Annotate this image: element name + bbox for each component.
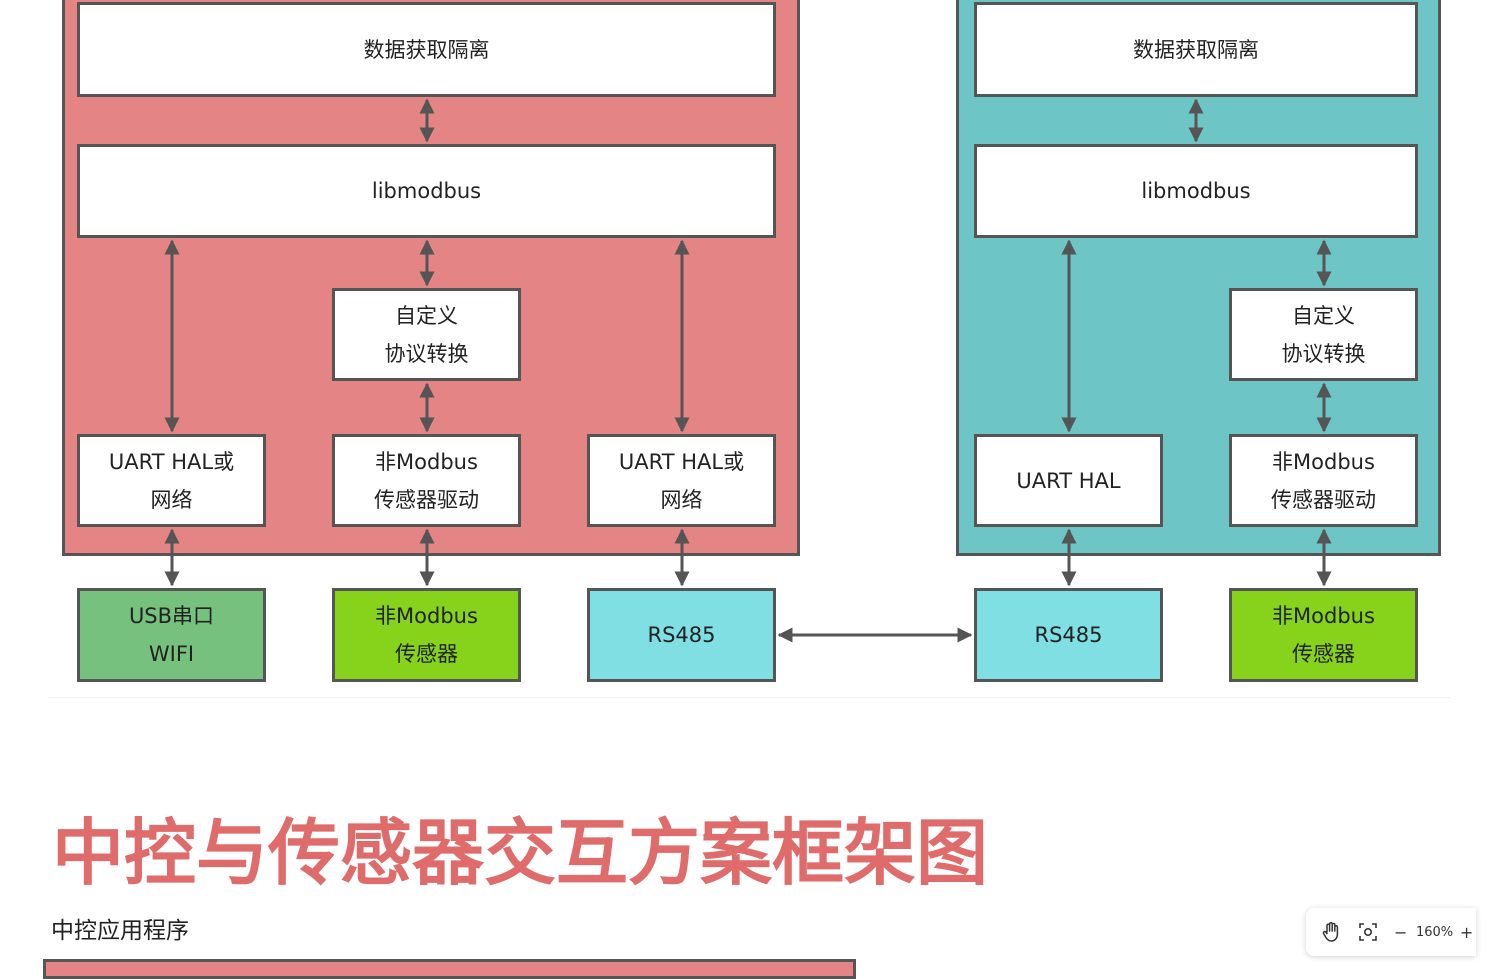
left-uart-b-line-2: 网络 <box>660 487 703 512</box>
zoom-in-button[interactable]: + <box>1457 913 1476 951</box>
usb-wifi-line-2: WIFI <box>148 642 195 666</box>
right-protocol-line-1: 自定义 <box>1292 303 1355 328</box>
left-uart-a-line-2: 网络 <box>150 487 193 512</box>
usb-wifi-box[interactable]: USB串口 WIFI <box>77 588 266 682</box>
right-rs485-box[interactable]: RS485 <box>974 588 1163 682</box>
left-uart-box-a[interactable]: UART HAL或 网络 <box>77 434 266 527</box>
minus-icon: − <box>1393 922 1408 942</box>
connector-arrows <box>164 98 1332 643</box>
page-title: 中控与传感器交互方案框架图 <box>52 811 989 895</box>
left-driver-line-1: 非Modbus <box>375 449 478 474</box>
hand-icon <box>1322 922 1339 942</box>
right-sensor-line-2: 传感器 <box>1292 642 1355 666</box>
canvas-toolbar: − 160% + <box>1306 908 1476 956</box>
left-rs485-label: RS485 <box>647 623 716 647</box>
section-divider <box>48 697 1450 698</box>
left-rs485-box[interactable]: RS485 <box>587 588 776 682</box>
left-uart-b-line-1: UART HAL或 <box>618 449 745 474</box>
right-sensor-line-1: 非Modbus <box>1272 604 1375 628</box>
right-driver-box[interactable]: 非Modbus 传感器驱动 <box>1229 434 1418 527</box>
plus-icon: + <box>1459 922 1474 942</box>
right-sensor-box[interactable]: 非Modbus 传感器 <box>1229 588 1418 682</box>
right-libmodbus-box[interactable]: libmodbus <box>974 144 1418 238</box>
section-label: 中控应用程序 <box>51 918 189 944</box>
left-isolation-box[interactable]: 数据获取隔离 <box>77 2 776 97</box>
usb-wifi-line-1: USB串口 <box>128 604 215 628</box>
right-libmodbus-label: libmodbus <box>1141 179 1251 203</box>
right-isolation-label: 数据获取隔离 <box>1133 37 1259 62</box>
left-sensor-line-2: 传感器 <box>395 642 458 666</box>
right-driver-line-2: 传感器驱动 <box>1271 487 1376 512</box>
fit-screen-button[interactable] <box>1350 913 1386 951</box>
left-sensor-box[interactable]: 非Modbus 传感器 <box>332 588 521 682</box>
right-driver-line-1: 非Modbus <box>1272 449 1375 474</box>
zoom-level[interactable]: 160% <box>1415 924 1454 940</box>
zoom-out-button[interactable]: − <box>1389 913 1412 951</box>
left-uart-a-line-1: UART HAL或 <box>108 449 235 474</box>
left-driver-box[interactable]: 非Modbus 传感器驱动 <box>332 434 521 527</box>
right-isolation-box[interactable]: 数据获取隔离 <box>974 2 1418 97</box>
left-uart-box-b[interactable]: UART HAL或 网络 <box>587 434 776 527</box>
left-protocol-box[interactable]: 自定义 协议转换 <box>332 288 521 381</box>
hand-tool-button[interactable] <box>1314 913 1350 951</box>
right-protocol-line-2: 协议转换 <box>1281 341 1366 366</box>
left-libmodbus-label: libmodbus <box>371 179 482 203</box>
left-isolation-label: 数据获取隔离 <box>363 37 490 62</box>
left-protocol-line-1: 自定义 <box>395 303 458 328</box>
right-protocol-box[interactable]: 自定义 协议转换 <box>1229 288 1418 381</box>
left-sensor-line-1: 非Modbus <box>375 604 478 628</box>
fit-screen-icon <box>1358 923 1377 941</box>
right-uart-box[interactable]: UART HAL <box>974 434 1163 527</box>
left-libmodbus-box[interactable]: libmodbus <box>77 144 776 238</box>
left-driver-line-2: 传感器驱动 <box>374 487 479 512</box>
right-uart-label: UART HAL <box>1016 468 1121 493</box>
right-rs485-label: RS485 <box>1034 623 1103 647</box>
next-diagram-region <box>43 959 856 979</box>
left-protocol-line-2: 协议转换 <box>384 341 469 366</box>
